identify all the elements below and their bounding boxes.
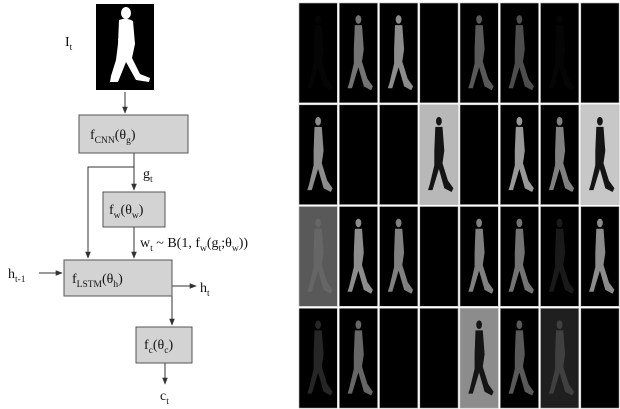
grid-cell-r3-c1 [298,206,338,307]
cnn-box [78,114,189,154]
grid-cell-r4-c2 [338,307,378,409]
grid-cell-r1-c7 [540,2,580,104]
h-prev-label: ht-1 [8,267,26,285]
grid-cell-r2-c8 [580,104,620,205]
grid-cell-r4-c1 [298,307,338,409]
grid-cell-r1-c2 [338,2,378,104]
grid-cell-r4-c3 [379,307,419,409]
grid-cell-r4-c8 [580,307,620,409]
grid-cell-r1-c1 [298,2,338,104]
c-out-label: ct [160,389,169,407]
g-label: gt [143,167,153,185]
arrow-g-to-lstm [85,166,134,259]
grid-cell-r1-c3 [379,2,419,104]
grid-cell-r3-c4 [419,206,459,307]
grid-cell-r2-c7 [540,104,580,205]
attention-image-grid [298,2,620,409]
input-silhouette-image [96,4,154,90]
grid-cell-r2-c6 [500,104,539,205]
grid-cell-r1-c5 [459,2,499,104]
h-out-label: ht [200,281,210,299]
lstm-box-label: fLSTM(θh) [72,272,123,290]
grid-cell-r3-c5 [459,206,499,307]
lstm-box [63,259,173,297]
model-diagram: It fCNN(θg) gt fw(θw) wt ~ B(1, fw(gt;θw… [8,4,248,407]
cnn-box-label: fCNN(θg) [90,128,136,146]
grid-cell-r2-c2 [338,104,378,205]
grid-cell-r4-c6 [500,307,539,409]
grid-cell-r1-c6 [500,2,539,104]
grid-cell-r3-c2 [338,206,378,307]
grid-cell-r3-c8 [580,206,620,307]
fc-box [135,326,193,364]
grid-cell-r2-c5 [459,104,499,205]
grid-cell-r1-c8 [580,2,620,104]
grid-cell-r3-c7 [540,206,580,307]
grid-cell-r4-c7 [540,307,580,409]
grid-cell-r2-c1 [298,104,338,205]
fw-box [102,191,166,228]
fc-box-label: fc(θc) [144,338,173,356]
grid-cell-r2-c4 [419,104,459,205]
input-label: It [65,35,73,53]
grid-cell-r3-c6 [500,206,539,307]
weight-equation: wt ~ B(1, fw(gt;θw)) [140,236,248,254]
grid-cell-r4-c4 [419,307,459,409]
fw-box-label: fw(θw) [109,203,144,221]
grid-cell-r1-c4 [419,2,459,104]
connector-lines [39,92,197,385]
grid-cell-r4-c5 [459,307,499,409]
grid-cell-r3-c3 [379,206,419,307]
grid-cell-r2-c3 [379,104,419,205]
